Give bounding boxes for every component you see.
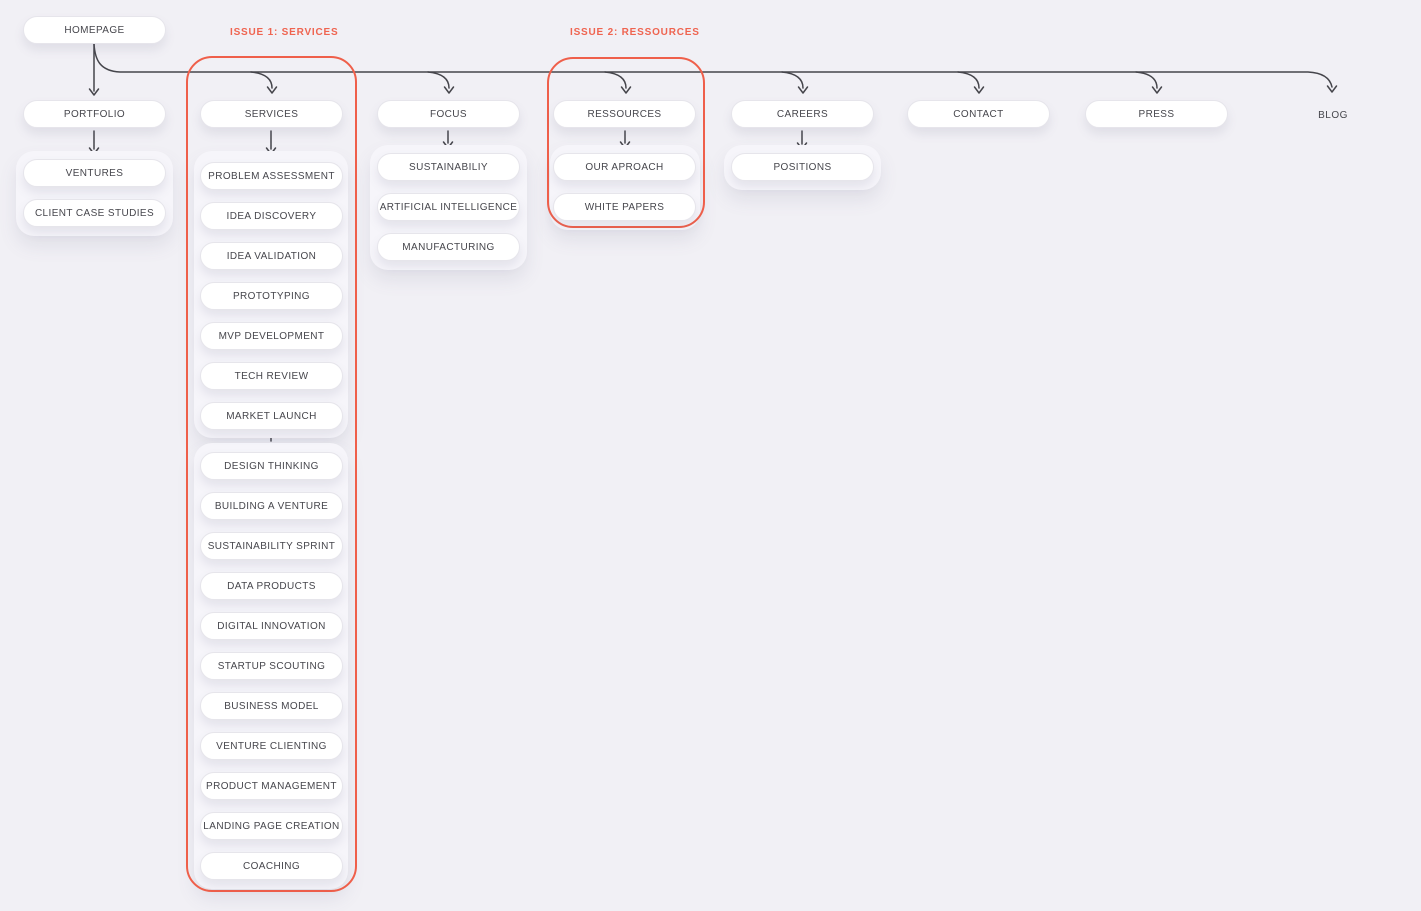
node-services[interactable]: SERVICES — [200, 100, 343, 128]
node-blog[interactable]: BLOG — [1318, 110, 1348, 121]
node-sustainabiliy[interactable]: SUSTAINABILIY — [377, 153, 520, 181]
node-focus[interactable]: FOCUS — [377, 100, 520, 128]
node-tech-review[interactable]: TECH REVIEW — [200, 362, 343, 390]
node-design-thinking[interactable]: DESIGN THINKING — [200, 452, 343, 480]
node-careers[interactable]: CAREERS — [731, 100, 874, 128]
node-problem-assessment[interactable]: PROBLEM ASSESSMENT — [200, 162, 343, 190]
issue-box-ressources — [547, 57, 705, 228]
node-contact[interactable]: CONTACT — [907, 100, 1050, 128]
node-our-aproach[interactable]: OUR APROACH — [553, 153, 696, 181]
node-ressources[interactable]: RESSOURCES — [553, 100, 696, 128]
node-mvp-development[interactable]: MVP DEVELOPMENT — [200, 322, 343, 350]
arrow-homepage-portfolio — [88, 43, 100, 96]
node-ventures[interactable]: VENTURES — [23, 159, 166, 187]
node-press[interactable]: PRESS — [1085, 100, 1228, 128]
node-manufacturing[interactable]: MANUFACTURING — [377, 233, 520, 261]
node-venture-clienting[interactable]: VENTURE CLIENTING — [200, 732, 343, 760]
node-white-papers[interactable]: WHITE PAPERS — [553, 193, 696, 221]
node-market-launch[interactable]: MARKET LAUNCH — [200, 402, 343, 430]
node-digital-innovation[interactable]: DIGITAL INNOVATION — [200, 612, 343, 640]
node-data-products[interactable]: DATA PRODUCTS — [200, 572, 343, 600]
node-prototyping[interactable]: PROTOTYPING — [200, 282, 343, 310]
issue-box-services — [186, 56, 357, 892]
node-coaching[interactable]: COACHING — [200, 852, 343, 880]
node-artificial-intelligence[interactable]: ARTIFICIAL INTELLIGENCE — [377, 193, 520, 221]
arrow-main-focus — [427, 71, 455, 94]
node-landing-page-creation[interactable]: LANDING PAGE CREATION — [200, 812, 343, 840]
node-client-case-studies[interactable]: CLIENT CASE STUDIES — [23, 199, 166, 227]
arrow-main-careers — [781, 71, 809, 94]
arrow-main-contact — [957, 71, 985, 94]
node-homepage[interactable]: HOMEPAGE — [23, 16, 166, 44]
node-positions[interactable]: POSITIONS — [731, 153, 874, 181]
node-business-model[interactable]: BUSINESS MODEL — [200, 692, 343, 720]
node-product-management[interactable]: PRODUCT MANAGEMENT — [200, 772, 343, 800]
node-portfolio[interactable]: PORTFOLIO — [23, 100, 166, 128]
node-sustainability-sprint[interactable]: SUSTAINABILITY SPRINT — [200, 532, 343, 560]
node-startup-scouting[interactable]: STARTUP SCOUTING — [200, 652, 343, 680]
node-idea-validation[interactable]: IDEA VALIDATION — [200, 242, 343, 270]
node-idea-discovery[interactable]: IDEA DISCOVERY — [200, 202, 343, 230]
issue-label-services: ISSUE 1: SERVICES — [230, 27, 339, 38]
arrow-main-press — [1135, 71, 1163, 94]
issue-label-ressources: ISSUE 2: RESSOURCES — [570, 27, 700, 38]
node-building-a-venture[interactable]: BUILDING A VENTURE — [200, 492, 343, 520]
